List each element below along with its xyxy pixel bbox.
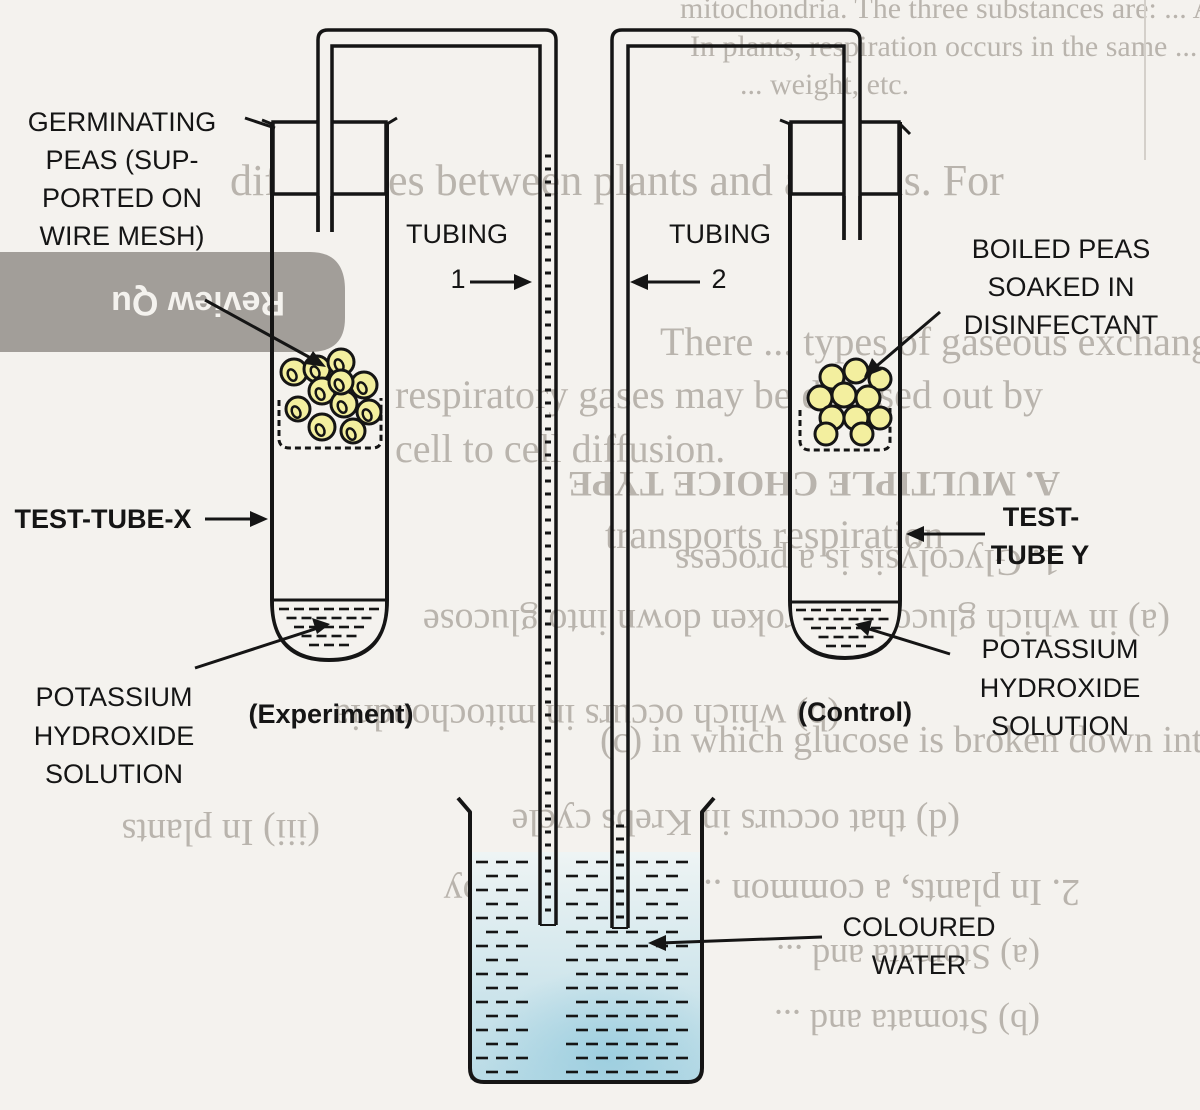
label-test-tube-y: TEST- TUBE Y <box>991 502 1090 570</box>
label-koh-left: POTASSIUM HYDROXIDE SOLUTION <box>34 682 195 789</box>
pointer-arrows <box>194 116 985 951</box>
tubing-2-outer <box>610 28 862 928</box>
boiled-peas <box>806 357 893 447</box>
bg-line: ... weight, etc. <box>740 68 909 101</box>
arrowhead <box>312 618 330 634</box>
label-line: DISINFECTANT <box>964 310 1159 340</box>
test-tube-y <box>779 118 912 661</box>
arrowhead <box>864 358 882 377</box>
label-line: BOILED PEAS <box>972 234 1151 264</box>
boiled-pea <box>849 421 875 447</box>
label-line: SOAKED IN <box>987 272 1134 302</box>
label-line: POTASSIUM <box>981 634 1138 664</box>
label-experiment: (Experiment) <box>248 699 413 729</box>
bg-line: transports respiration <box>605 512 944 557</box>
arrowhead <box>630 274 648 290</box>
label-control: (Control) <box>798 697 912 727</box>
boiled-pea <box>867 405 893 431</box>
label-coloured-water: COLOURED WATER <box>842 912 995 980</box>
pea-embryo <box>286 368 298 383</box>
label-koh-right: POTASSIUM HYDROXIDE SOLUTION <box>980 634 1141 741</box>
label-line: HYDROXIDE <box>980 673 1141 703</box>
boiled-pea <box>813 421 839 447</box>
bg-line: respiratory gases may be diffused out by <box>395 372 1043 417</box>
arrowhead <box>648 935 666 951</box>
tubing-1-outer <box>316 28 558 925</box>
label-line: HYDROXIDE <box>34 721 195 751</box>
koh-solution-x <box>274 600 385 657</box>
label-line: TUBE Y <box>991 540 1090 570</box>
label-line: SOLUTION <box>991 711 1129 741</box>
tubing-1-coloured-water <box>545 154 551 912</box>
label-test-tube-x: TEST-TUBE-X <box>14 504 191 534</box>
pointer-germinating-peas <box>204 298 319 364</box>
label-line: TUBING <box>669 219 771 249</box>
pea-embryo <box>314 387 326 402</box>
label-line: POTASSIUM <box>35 682 192 712</box>
bg-line: There ... types of gaseous exchange <box>660 319 1200 364</box>
label-line: SOLUTION <box>45 759 183 789</box>
bg-line: (d) that occurs in Krebs cycle <box>512 801 960 843</box>
arrowhead <box>855 620 872 636</box>
bg-line: mitochondria. The three substances are: … <box>680 0 1200 25</box>
labels: GERMINATING PEAS (SUP- PORTED ON WIRE ME… <box>14 107 1158 980</box>
bg-line: (c) in which glucose is broken down into… <box>600 719 1200 761</box>
label-line: GERMINATING <box>28 107 217 137</box>
label-line: TUBING <box>406 219 508 249</box>
test-tube-x <box>261 116 398 663</box>
bg-line: (b) which occurs in mitochondria <box>333 696 840 738</box>
arrowhead <box>906 526 924 542</box>
label-line: TEST- <box>1003 502 1080 532</box>
beaker-outline <box>456 796 716 1084</box>
wire-mesh <box>277 398 383 450</box>
bg-line: 1. Glycolysis is a process <box>675 541 1060 583</box>
arrowhead <box>514 274 532 290</box>
label-tubing-2: TUBING 2 <box>669 219 771 294</box>
test-tube-y-outline <box>788 122 902 661</box>
review-tab-label: Review Qu <box>111 284 285 322</box>
label-tubing-1: TUBING 1 <box>406 219 508 294</box>
pea-embryo <box>361 408 373 423</box>
pea-embryo <box>314 423 326 438</box>
bg-line: cell to cell diffusion. <box>395 426 725 471</box>
label-line: PORTED ON <box>42 183 202 213</box>
water-dashes <box>476 860 688 1074</box>
bg-line: (iii) In plants <box>122 811 320 853</box>
arrowhead <box>305 351 326 367</box>
boiled-pea <box>842 357 870 385</box>
label-germinating-peas: GERMINATING PEAS (SUP- PORTED ON WIRE ME… <box>28 107 217 251</box>
test-tube-x-outline <box>270 122 389 663</box>
label-line: PEAS (SUP- <box>45 145 198 175</box>
boiled-pea <box>854 384 882 412</box>
pea-embryo <box>336 400 348 415</box>
label-boiled-peas: BOILED PEAS SOAKED IN DISINFECTANT <box>964 234 1159 340</box>
label-line: WIRE MESH) <box>40 221 205 251</box>
pointer-coloured-water <box>659 935 823 945</box>
bg-heading: A. MULTIPLE CHOICE TYPE <box>568 464 1060 504</box>
wire-mesh-y <box>798 408 892 452</box>
label-line: 2 <box>711 264 726 294</box>
pointer-koh-right <box>865 626 951 656</box>
pea-embryo <box>290 405 302 420</box>
review-tab: Review Qu <box>0 252 345 352</box>
pea-embryo <box>333 378 345 393</box>
koh-dashes-x <box>279 607 379 647</box>
koh-dashes-y <box>796 608 889 648</box>
label-line: COLOURED <box>842 912 995 942</box>
label-line: 1 <box>450 264 465 294</box>
arrowhead <box>250 511 268 527</box>
pointer-boiled-peas <box>871 310 941 372</box>
pointer-koh-left <box>194 626 319 670</box>
bg-line: (a) Stomata and ... <box>776 937 1040 977</box>
label-line: WATER <box>872 950 967 980</box>
bg-line: (b) Stomata and ... <box>774 1002 1040 1042</box>
pea-embryo <box>356 381 368 396</box>
germinating-peas <box>279 347 383 445</box>
pea-embryo <box>345 427 357 442</box>
boiled-pea <box>830 381 858 409</box>
pointer-germinating-top <box>244 116 276 130</box>
tubing-2-water-level <box>616 824 624 919</box>
